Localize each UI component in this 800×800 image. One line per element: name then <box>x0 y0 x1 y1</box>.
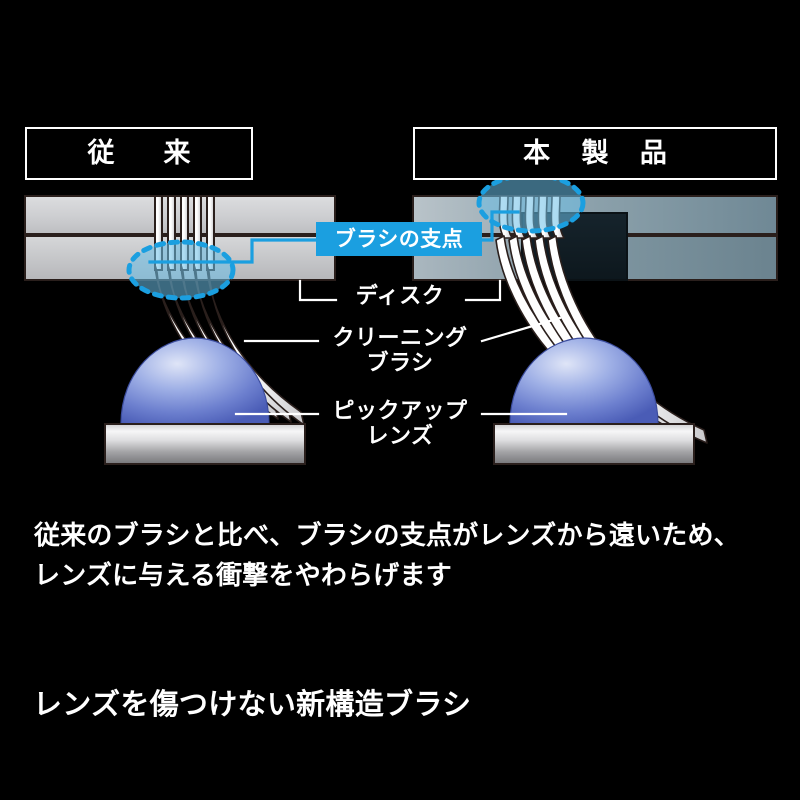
label-pickup-lens: ピックアップ レンズ <box>320 399 480 449</box>
panel-header-product: 本 製 品 <box>413 127 777 180</box>
pickup-lens-right <box>493 337 695 465</box>
label-pickup-lens-line2: レンズ <box>366 423 434 449</box>
panel-header-conventional: 従 来 <box>25 127 253 180</box>
label-leader-lines <box>234 279 568 416</box>
label-cleaning-brush-line2: ブラシ <box>366 350 434 376</box>
label-disk-text: ディスク <box>355 284 445 309</box>
panel-header-conventional-label: 従 来 <box>87 138 202 169</box>
label-pickup-lens-line1: ピックアップ <box>332 399 468 424</box>
pivot-callout-tag: ブラシの支点 <box>316 222 482 256</box>
label-cleaning-brush-line1: クリーニング <box>332 326 468 351</box>
body-copy-line2: レンズに与える衝撃をやわらげます <box>34 561 452 592</box>
label-disk: ディスク <box>330 284 470 310</box>
pivot-highlight-left <box>126 239 236 301</box>
pivot-leader-lines <box>148 210 520 264</box>
body-copy-line1: 従来のブラシと比べ、ブラシの支点がレンズから遠いため、 <box>34 521 740 551</box>
pivot-highlight-right <box>476 172 586 234</box>
panel-header-product-label: 本 製 品 <box>523 138 678 169</box>
label-cleaning-brush: クリーニング ブラシ <box>320 326 480 376</box>
headline: レンズを傷つけない新構造ブラシ <box>33 681 773 723</box>
pivot-callout-label: ブラシの支点 <box>334 226 464 251</box>
headline-text: レンズを傷つけない新構造ブラシ <box>33 687 472 721</box>
body-copy: 従来のブラシと比べ、ブラシの支点がレンズから遠いため、 レンズに与える衝撃をやわ… <box>34 516 774 597</box>
pickup-lens-left <box>104 337 306 465</box>
brush-shaft-left <box>154 195 215 271</box>
